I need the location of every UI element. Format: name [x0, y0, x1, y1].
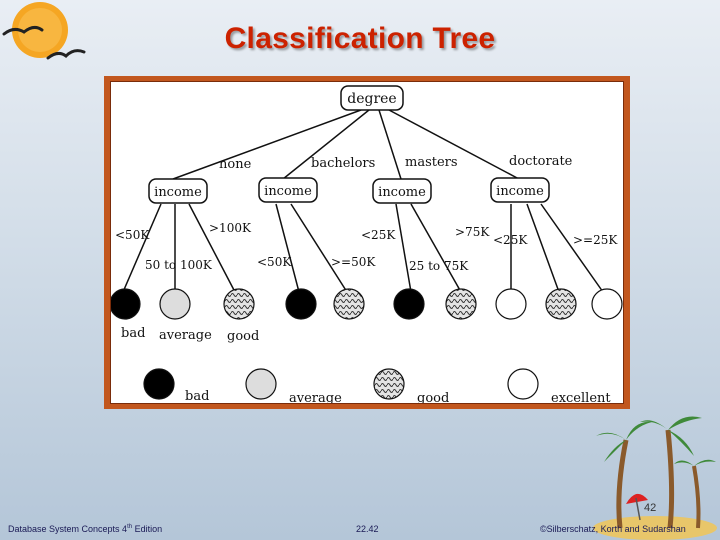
income-branch-label: 25 to 75K [409, 259, 469, 273]
income-node: income [258, 177, 318, 203]
legend: bad average good excellent [143, 368, 611, 403]
legend-label: good [417, 391, 449, 403]
leaf-bad [111, 288, 141, 320]
palm-island-illustration [593, 416, 717, 540]
income-branch-label: <25K [361, 228, 396, 242]
root-label: degree [347, 91, 396, 107]
footer-slide-number: 22.42 [356, 524, 379, 534]
leaf-excellent [591, 288, 623, 320]
legend-label: average [289, 391, 342, 403]
income-branch-label: >=25K [573, 233, 618, 247]
income-node: income [490, 177, 550, 203]
slide-title: Classification Tree [224, 22, 496, 55]
classification-tree-diagram: degree none bachelors masters doctorate … [111, 85, 623, 403]
branch-label: none [219, 157, 252, 172]
legend-swatch-excellent [507, 368, 539, 400]
leaf-label: good [227, 329, 259, 344]
tree-canvas: degree none bachelors masters doctorate … [110, 81, 624, 404]
leaf-good [223, 288, 255, 320]
legend-label: bad [185, 389, 209, 403]
branch-label: bachelors [311, 156, 375, 171]
tree-figure: degree none bachelors masters doctorate … [104, 76, 630, 409]
leaf-excellent [495, 288, 527, 320]
svg-text:income: income [496, 184, 544, 199]
income-branch-label: <25K [493, 233, 528, 247]
income-branch-label: >100K [209, 221, 252, 235]
income-edges [122, 203, 604, 293]
income-branch-label: >75K [455, 225, 490, 239]
umbrella-icon [626, 493, 648, 504]
svg-text:income: income [264, 184, 312, 199]
svg-text:income: income [378, 185, 426, 200]
legend-swatch-bad [143, 368, 175, 400]
leaf-bad [285, 288, 317, 320]
legend-swatch-average [245, 368, 277, 400]
svg-text:income: income [154, 185, 202, 200]
root-edges [172, 109, 520, 180]
leaf-good [445, 288, 477, 320]
leaf-good [333, 288, 365, 320]
branch-label: masters [405, 155, 458, 170]
income-branch-label: >=50K [331, 255, 376, 269]
footer-book-title: Database System Concepts 4th Edition [8, 524, 163, 534]
leaf-average [159, 288, 191, 320]
income-branch-label: <50K [257, 255, 292, 269]
page-number: 42 [644, 502, 657, 514]
income-branch-label: 50 to 100K [145, 258, 213, 272]
legend-swatch-good [373, 368, 405, 400]
income-node: income [148, 178, 208, 204]
root-node: degree [340, 85, 404, 111]
leaf-label: average [159, 328, 212, 343]
leaf-label: bad [121, 326, 145, 341]
income-node: income [372, 178, 432, 204]
legend-label: excellent [551, 391, 611, 403]
leaf-good [545, 288, 577, 320]
sun-bird-logo [2, 2, 86, 60]
income-branch-label: <50K [115, 228, 150, 242]
footer-copyright: ©Silberschatz, Korth and Sudarshan [540, 524, 686, 534]
leaf-bad [393, 288, 425, 320]
branch-label: doctorate [509, 154, 573, 169]
